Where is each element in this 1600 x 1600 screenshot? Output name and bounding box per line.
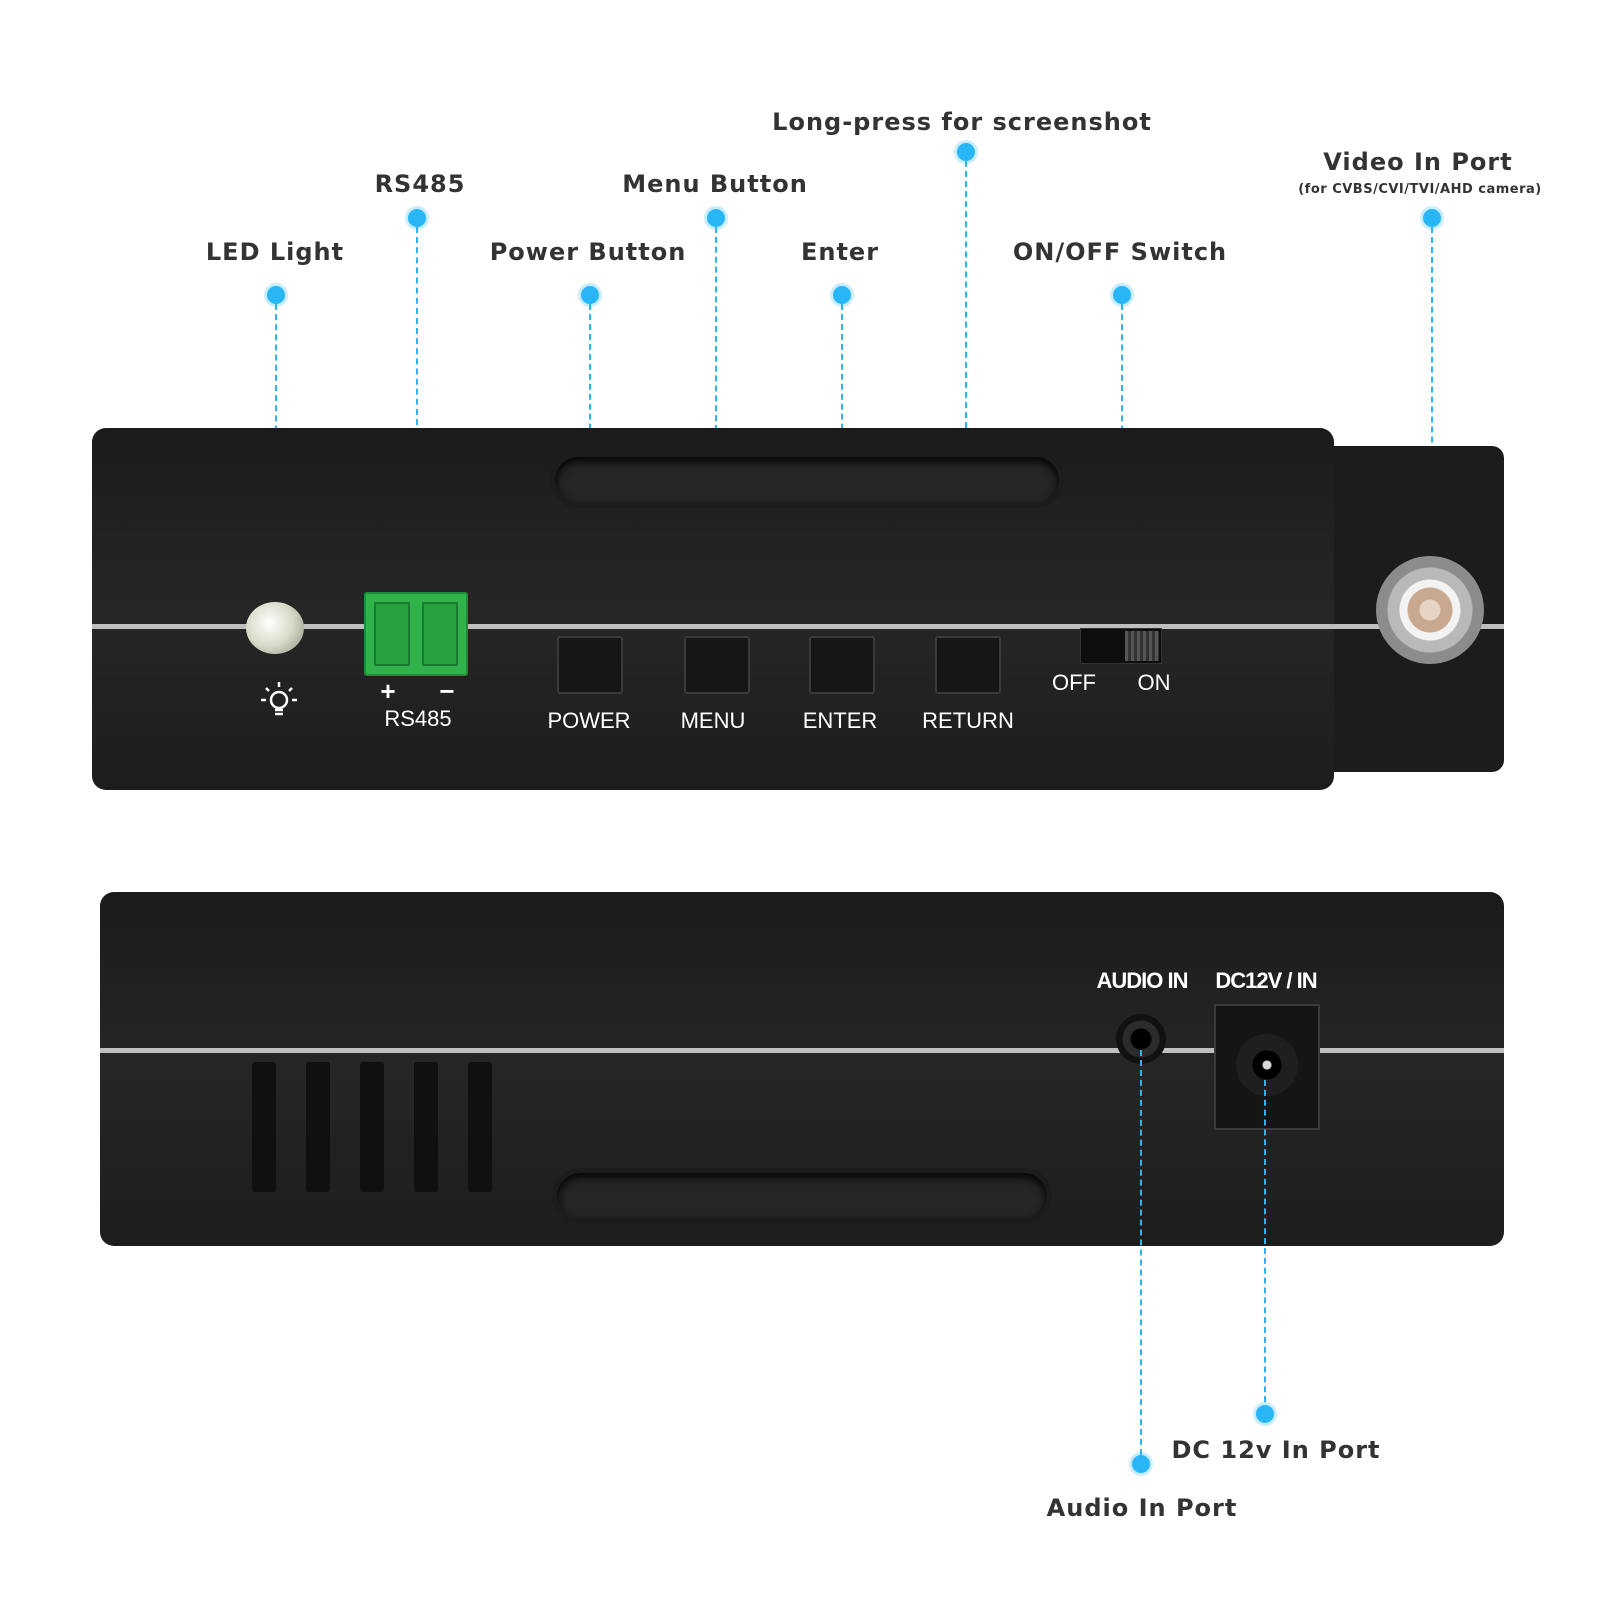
- rs485-minus-label: −: [439, 676, 455, 706]
- audio-in-marker: [1132, 1455, 1150, 1473]
- rs485-plus-label: +: [380, 676, 396, 706]
- long-press-callout: Long-press for screenshot: [772, 108, 1152, 136]
- audio-in-leader: [1140, 1050, 1142, 1455]
- bnc-connector: [1376, 556, 1484, 664]
- audio-in-port-callout: Audio In Port: [1046, 1494, 1238, 1522]
- rs485-marker: [408, 209, 426, 227]
- rs485-slot-plus: [374, 602, 410, 666]
- power-button[interactable]: [557, 636, 623, 694]
- rs485-leader: [416, 227, 418, 617]
- on-off-switch-callout: ON/OFF Switch: [1012, 238, 1228, 266]
- dc-in-port-callout: DC 12v In Port: [1171, 1436, 1381, 1464]
- vent-4: [414, 1062, 438, 1192]
- switch-on-label: ON: [1137, 670, 1171, 695]
- menu-button-marker: [707, 209, 725, 227]
- rs485-slot-minus: [422, 602, 458, 666]
- menu-button-callout: Menu Button: [622, 170, 808, 198]
- return-label: RETURN: [922, 708, 1014, 733]
- menu-label: MENU: [680, 708, 746, 733]
- vent-5: [468, 1062, 492, 1192]
- switch-off-label: OFF: [1052, 670, 1096, 695]
- return-button[interactable]: [935, 636, 1001, 694]
- vent-1: [252, 1062, 276, 1192]
- video-in-port-subcallout: (for CVBS/CVI/TVI/AHD camera): [1298, 182, 1542, 197]
- dc-jack-socket: [1236, 1034, 1298, 1096]
- enter-button[interactable]: [809, 636, 875, 694]
- enter-label: ENTER: [802, 708, 878, 733]
- menu-button[interactable]: [684, 636, 750, 694]
- device-top-seam: [92, 624, 1504, 629]
- rs485-terminal: [364, 592, 468, 676]
- vent-2: [306, 1062, 330, 1192]
- power-button-marker: [581, 286, 599, 304]
- enter-marker: [833, 286, 851, 304]
- enter-callout: Enter: [800, 238, 880, 266]
- video-in-port-leader: [1431, 227, 1433, 622]
- audio-in-label: AUDIO IN: [1096, 968, 1189, 993]
- on-off-switch[interactable]: [1080, 628, 1162, 664]
- top-slot: [550, 452, 1064, 508]
- power-button-callout: Power Button: [489, 238, 687, 266]
- rs485-callout: RS485: [374, 170, 466, 198]
- led-light: [246, 602, 304, 654]
- device-bottom-seam: [100, 1048, 1504, 1053]
- lightbulb-icon: [257, 680, 301, 724]
- video-in-port-marker: [1423, 209, 1441, 227]
- rs485-label: RS485: [384, 706, 452, 731]
- dc-in-marker: [1256, 1405, 1274, 1423]
- dc-in-label: DC12V / IN: [1215, 968, 1317, 993]
- on-off-switch-marker: [1113, 286, 1131, 304]
- switch-knob[interactable]: [1125, 631, 1159, 661]
- dc-jack: [1214, 1004, 1320, 1130]
- video-in-port-callout: Video In Port: [1323, 148, 1513, 176]
- dc-in-leader: [1264, 1080, 1266, 1412]
- led-light-callout: LED Light: [205, 238, 345, 266]
- led-light-marker: [267, 286, 285, 304]
- long-press-leader: [965, 161, 967, 639]
- bottom-slot: [552, 1168, 1052, 1224]
- power-label: POWER: [547, 708, 631, 733]
- vent-3: [360, 1062, 384, 1192]
- long-press-marker: [957, 143, 975, 161]
